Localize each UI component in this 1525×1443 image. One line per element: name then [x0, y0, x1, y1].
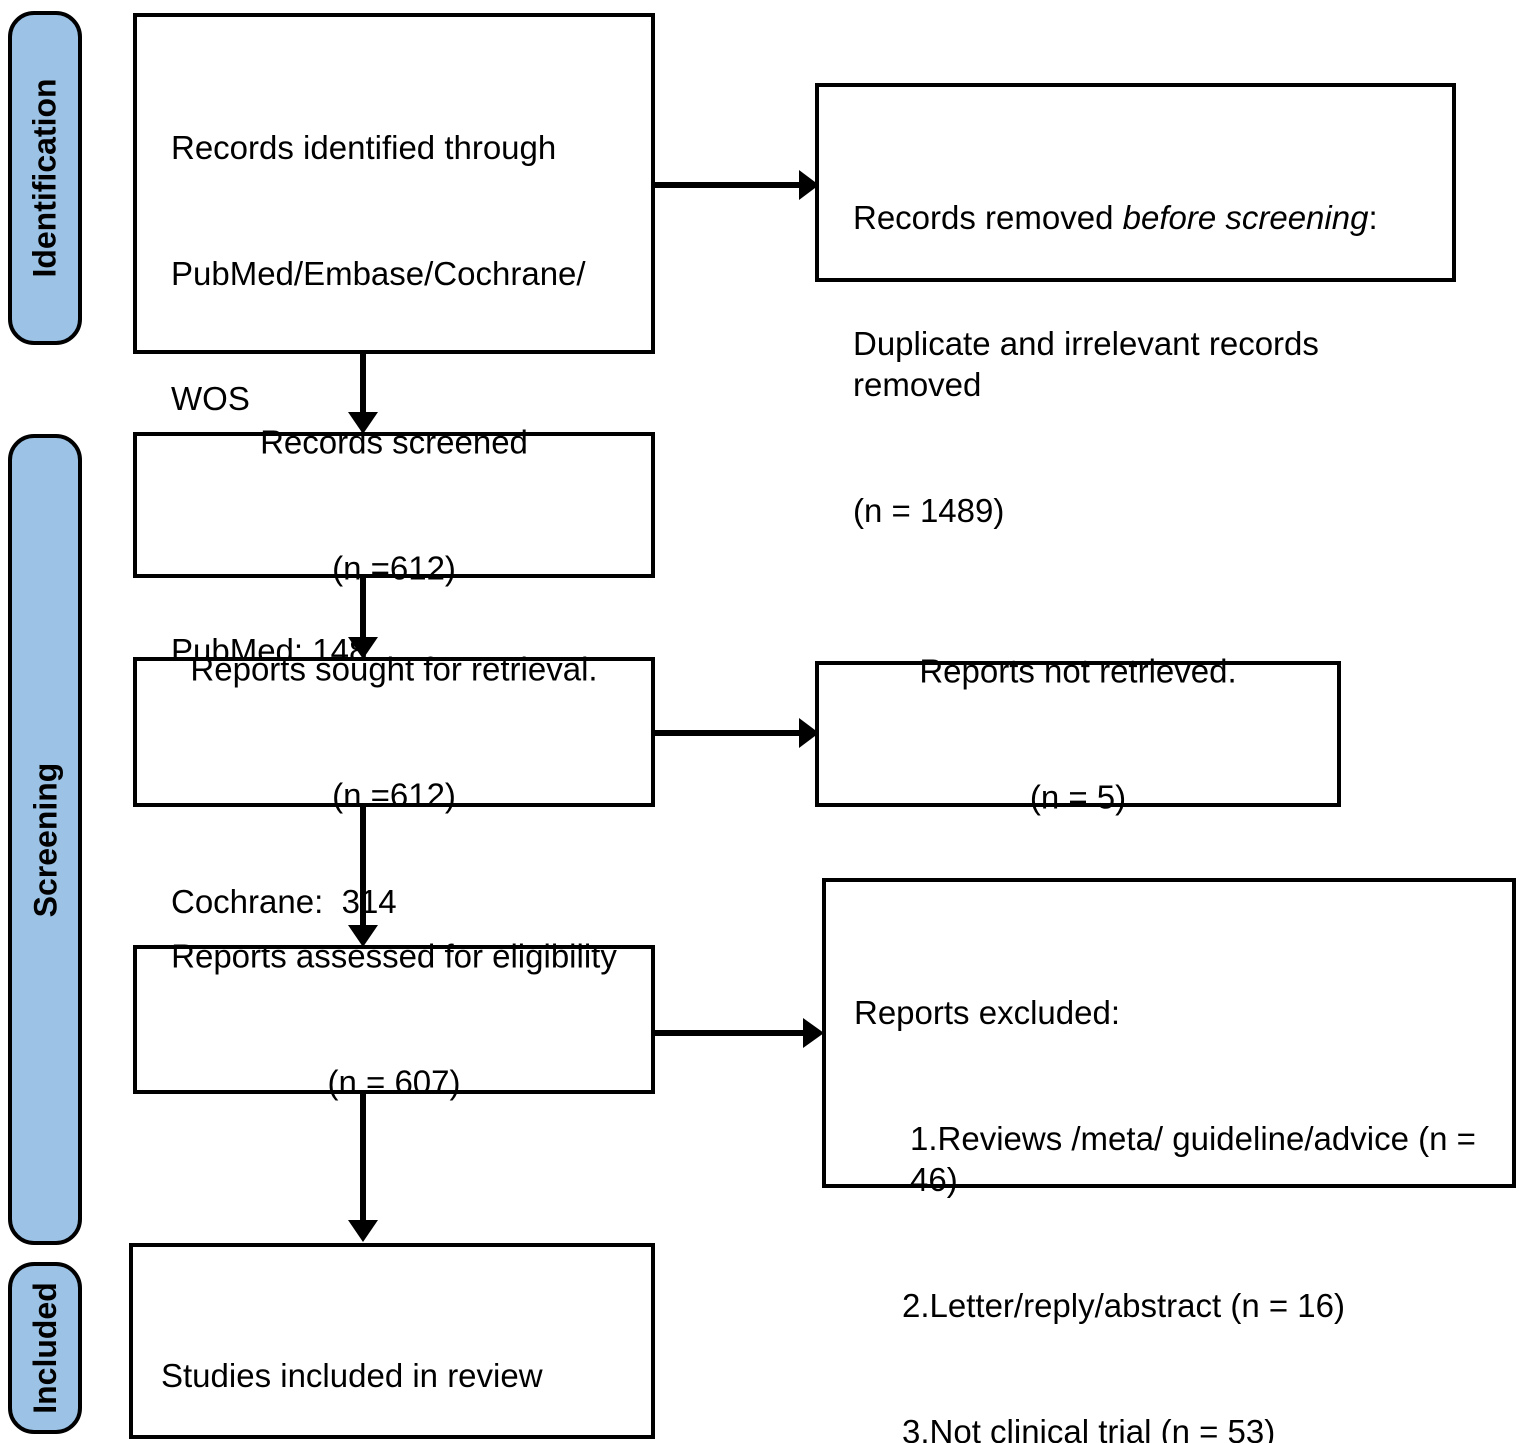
stage-pill-identification: Identification: [8, 11, 82, 345]
box-reports-not-retrieved: Reports not retrieved. (n = 5): [815, 652, 1341, 815]
reports-excluded-item-3: 3.Not clinical trial (n = 53): [902, 1412, 1276, 1443]
stage-label-identification: Identification: [27, 78, 64, 278]
box-records-screened-text: Records screened (n =612): [137, 337, 651, 672]
records-removed-italic: before screening: [1122, 198, 1369, 236]
connector-assessed-to-included: [343, 1092, 383, 1244]
records-removed-line-1: Records removed before screening:: [853, 197, 1452, 239]
box-records-screened: Records screened (n =612): [133, 423, 655, 586]
box-reports-assessed-text: Reports assessed for eligibility (n = 60…: [137, 852, 651, 1187]
reports-excluded-item-1: 1.Reviews /meta/ guideline/advice (n = 4…: [910, 1119, 1486, 1199]
reports-assessed-line-2: (n = 607): [327, 1063, 461, 1101]
stage-label-included: Included: [27, 1282, 63, 1414]
reports-excluded-item-2: 2.Letter/reply/abstract (n = 16): [902, 1287, 1345, 1325]
box-reports-excluded: Reports excluded: 1.Reviews /meta/ guide…: [822, 878, 1516, 1443]
stage-pill-screening: Screening: [8, 434, 82, 1245]
connector-identified-to-removed: [651, 165, 821, 205]
records-removed-line-3: (n = 1489): [853, 492, 1005, 530]
stage-label-screening: Screening: [27, 762, 63, 917]
records-removed-prefix: Records removed: [853, 198, 1123, 236]
reports-assessed-line-1: Reports assessed for eligibility: [171, 937, 617, 975]
box-records-removed: Records removed before screening: Duplic…: [815, 83, 1456, 529]
reports-excluded-heading: Reports excluded:: [854, 993, 1120, 1031]
connector-screened-to-sought: [343, 576, 383, 661]
box-records-removed-text: Records removed before screening: Duplic…: [853, 113, 1452, 616]
records-identified-line-7: Cochrane: 314: [171, 883, 397, 921]
reports-not-retrieved-line-2: (n = 5): [1029, 777, 1127, 815]
box-records-identified: Records identified through PubMed/Embase…: [133, 13, 655, 1046]
records-identified-line-1: Records identified through: [171, 128, 557, 166]
records-identified-line-3: WOS: [171, 380, 250, 418]
records-removed-line-2: Duplicate and irrelevant records removed: [853, 324, 1329, 404]
studies-included-line-1: Studies included in review: [161, 1356, 543, 1394]
box-studies-included-text: Studies included in review (n =15) Repor…: [161, 1271, 559, 1443]
box-reports-assessed: Reports assessed for eligibility (n = 60…: [133, 938, 655, 1100]
connector-identified-to-screened: [343, 352, 383, 436]
box-reports-sought-text: Reports sought for retrieval. (n =612): [137, 564, 651, 899]
records-identified-line-2: PubMed/Embase/Cochrane/: [171, 254, 586, 292]
reports-sought-line-2: (n =612): [332, 775, 456, 813]
box-studies-included: Studies included in review (n =15) Repor…: [129, 1243, 655, 1439]
box-reports-excluded-text: Reports excluded: 1.Reviews /meta/ guide…: [854, 908, 1512, 1443]
records-removed-suffix: :: [1368, 198, 1378, 236]
connector-sought-to-not-retrieved: [651, 713, 821, 753]
connector-assessed-to-excluded: [651, 1013, 826, 1053]
box-reports-not-retrieved-text: Reports not retrieved. (n = 5): [819, 566, 1337, 901]
stage-pill-included: Included: [8, 1262, 82, 1434]
reports-sought-line-1: Reports sought for retrieval.: [190, 650, 598, 688]
records-screened-line-2: (n =612): [332, 548, 456, 586]
records-screened-line-1: Records screened: [260, 423, 528, 461]
box-reports-sought: Reports sought for retrieval. (n =612): [133, 650, 655, 813]
reports-not-retrieved-line-1: Reports not retrieved.: [919, 652, 1237, 690]
connector-sought-to-assessed: [343, 805, 383, 949]
